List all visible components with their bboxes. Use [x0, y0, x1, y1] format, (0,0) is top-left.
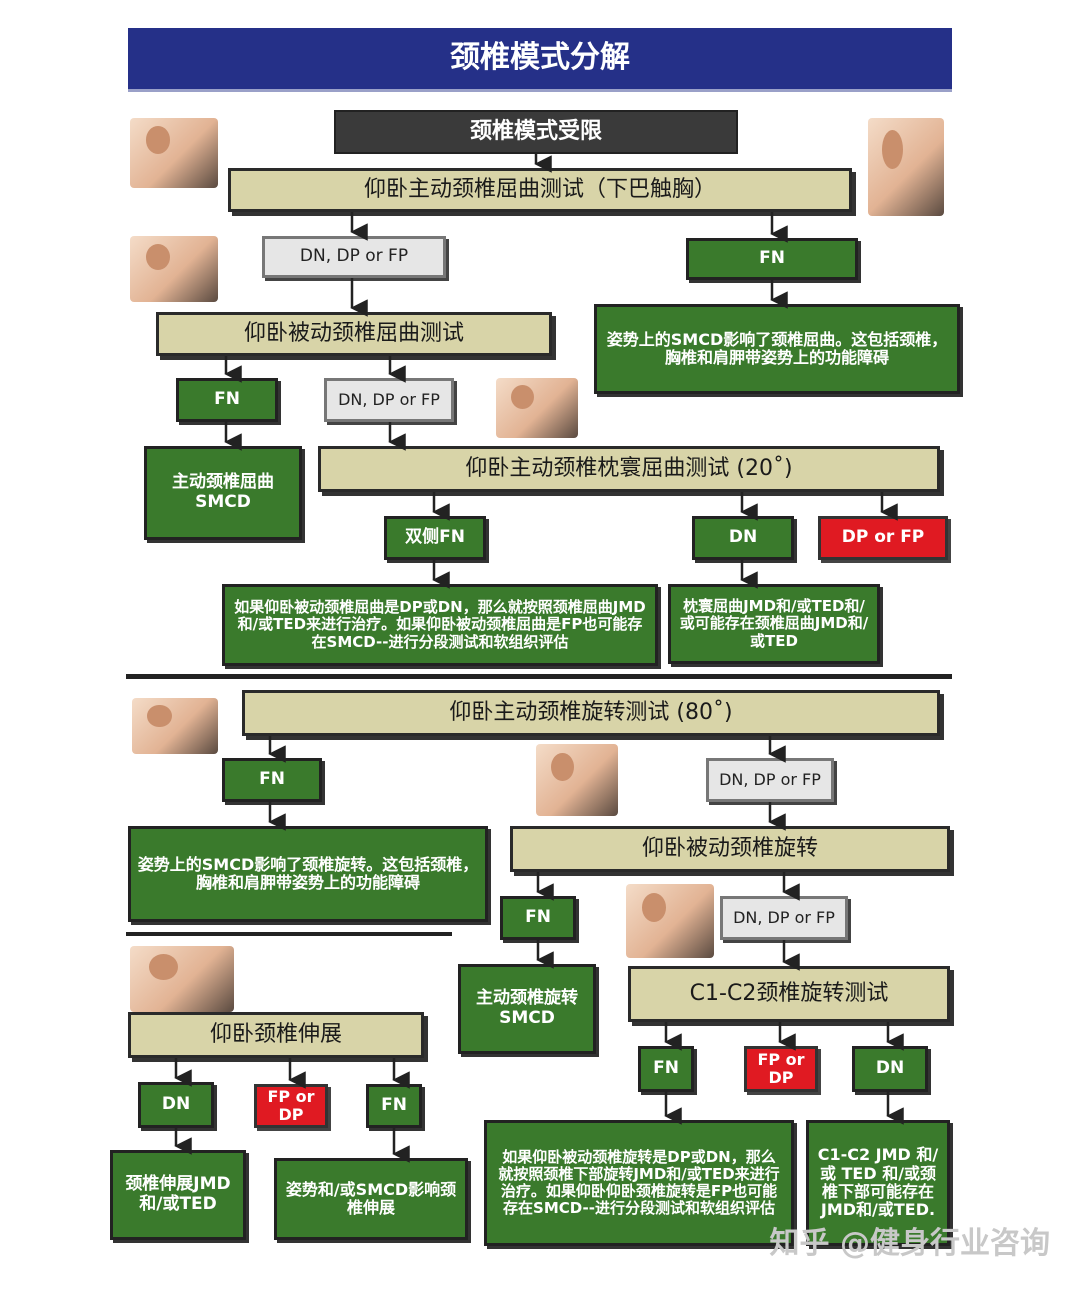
occipital-flexion-test: 仰卧主动颈椎枕寰屈曲测试 (20˚) — [318, 446, 940, 492]
active-rotation-smcd: 主动颈椎旋转 SMCD — [458, 964, 596, 1054]
photo-extension — [130, 946, 234, 1012]
result-dn-dp-fp: DN, DP or FP — [262, 236, 446, 278]
extension-jmd-note: 颈椎伸展JMD 和/或TED — [110, 1150, 246, 1240]
photo-passive-rotation — [536, 744, 618, 816]
result-fn: FN — [176, 378, 278, 422]
section-divider — [126, 674, 952, 679]
postural-smcd-rotation: 姿势上的SMCD影响了颈椎旋转。这包括颈椎，胸椎和肩胛带姿势上的功能障碍 — [128, 826, 488, 922]
photo-occipital-flexion — [496, 378, 578, 438]
photo-supine-front — [868, 118, 944, 216]
photo-passive-flexion — [130, 236, 218, 302]
result-dn-dp-fp: DN, DP or FP — [706, 758, 834, 802]
result-fp-dp: FP or DP — [254, 1084, 328, 1128]
result-dn: DN — [138, 1082, 214, 1128]
postural-smcd-extension: 姿势和/或SMCD影响颈椎伸展 — [274, 1158, 468, 1240]
passive-rotation-test: 仰卧被动颈椎旋转 — [510, 826, 950, 872]
postural-smcd-flexion: 姿势上的SMCD影响了颈椎屈曲。这包括颈椎，胸椎和肩胛带姿势上的功能障碍 — [594, 304, 960, 394]
page-title: 颈椎模式分解 — [128, 28, 952, 92]
rotation-treatment-note: 如果仰卧被动颈椎旋转是DP或DN，那么就按照颈椎下部旋转JMD和/或TED来进行… — [484, 1120, 794, 1246]
result-fn: FN — [638, 1046, 694, 1092]
result-fp-dp: FP or DP — [744, 1046, 818, 1092]
result-dn-dp-fp: DN, DP or FP — [324, 378, 454, 422]
flexion-treatment-note: 如果仰卧被动颈椎屈曲是DP或DN，那么就按照颈椎屈曲JMD和/或TED来进行治疗… — [222, 584, 658, 666]
active-rotation-test: 仰卧主动颈椎旋转测试 (80˚) — [242, 690, 940, 736]
photo-supine-flexion — [130, 118, 218, 188]
photo-c1c2 — [626, 884, 714, 958]
watermark: 知乎 @健身行业咨询 — [769, 1226, 1050, 1261]
header-box: 颈椎模式受限 — [334, 110, 738, 154]
active-flexion-smcd: 主动颈椎屈曲 SMCD — [144, 446, 302, 540]
photo-active-rotation — [132, 698, 218, 754]
passive-flexion-test: 仰卧被动颈椎屈曲测试 — [156, 312, 552, 356]
c1c2-rotation-test: C1-C2颈椎旋转测试 — [628, 966, 950, 1022]
supine-extension-test: 仰卧颈椎伸展 — [128, 1012, 424, 1058]
result-bilateral-fn: 双侧FN — [384, 516, 486, 560]
occipital-jmd-note: 枕寰屈曲JMD和/或TED和/或可能存在颈椎屈曲JMD和/或TED — [668, 584, 880, 664]
c1c2-jmd-note: C1-C2 JMD 和/或 TED 和/或颈椎下部可能存在JMD和/或TED. — [806, 1120, 950, 1246]
section-divider-short — [126, 932, 452, 936]
